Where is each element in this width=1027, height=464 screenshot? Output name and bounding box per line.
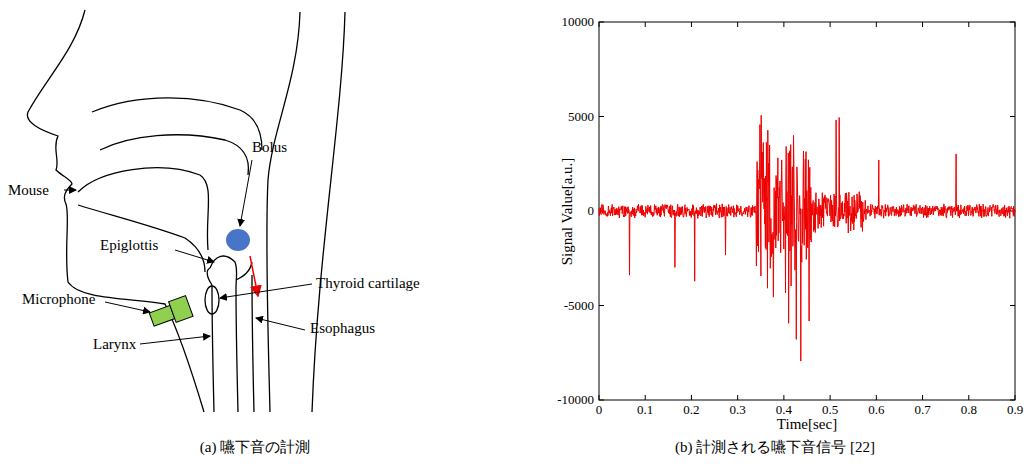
axis-tick-label: -5000	[564, 299, 594, 312]
chart-frame	[599, 22, 1015, 400]
axis-tick-label: -10000	[557, 393, 594, 406]
axis-tick-label: 0.1	[637, 403, 653, 416]
axis-tick-label: 0.8	[961, 403, 977, 416]
axis-tick-label: 0.9	[1007, 403, 1023, 416]
caption: (a) 嚥下音の計測	[200, 440, 310, 455]
part-label: Microphone	[22, 292, 95, 307]
axis-tick-label: 0.3	[730, 403, 746, 416]
part-label: Esophagus	[310, 321, 375, 336]
axis-tick-label: 0.6	[868, 403, 884, 416]
axis-tick-label: 5000	[568, 110, 594, 123]
axis-tick-label: 0.5	[822, 403, 838, 416]
part-label: Thyroid cartilage	[316, 276, 420, 291]
axis-tick-label: 0	[588, 204, 595, 217]
axis-tick-label: 0.7	[914, 403, 930, 416]
axis-tick-label: 0	[596, 403, 603, 416]
signal-trace	[599, 115, 1015, 361]
part-label: Larynx	[93, 337, 136, 352]
axis-title: Signal Value[a.u.]	[561, 157, 576, 265]
axis-tick-label: 0.4	[776, 403, 792, 416]
caption: (b) 計測される嚥下音信号 [22]	[675, 440, 875, 455]
part-label: Bolus	[252, 140, 287, 155]
part-label: Epiglottis	[100, 238, 158, 253]
axis-tick-label: 0.2	[683, 403, 699, 416]
part-label: Mouse	[8, 183, 49, 198]
axis-tick-label: 10000	[562, 15, 595, 28]
axis-title: Time[sec]	[777, 417, 837, 432]
